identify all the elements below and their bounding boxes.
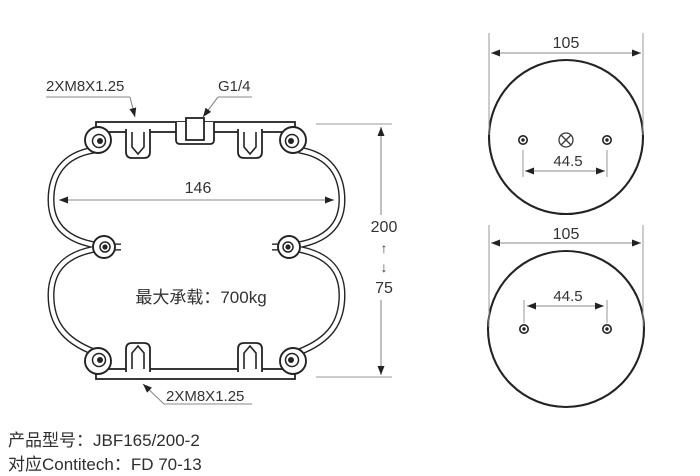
- label-air-port: G1/4: [218, 78, 251, 95]
- dimension-75: 75: [375, 280, 393, 297]
- top-right-bead-curl: [279, 126, 307, 154]
- bellows-cross-section: [47, 146, 346, 356]
- label-bottom-bolts: 2XM8X1.25: [166, 388, 245, 405]
- leader-bottom-bolts: [142, 383, 252, 405]
- contitech-reference-text: 对应Contitech：FD 70-13: [8, 455, 202, 474]
- bolt-hole: [601, 135, 612, 146]
- top-plate-view: [487, 33, 645, 216]
- bottom-right-bead-curl: [279, 347, 307, 375]
- air-port-center-mark: [558, 132, 574, 148]
- product-model-text: 产品型号：JBF165/200-2: [8, 431, 200, 450]
- bolt-hole: [518, 323, 529, 334]
- bottom-plate-section: [84, 342, 307, 380]
- top-left-bead-curl: [84, 126, 112, 154]
- dimension-200: 200: [370, 219, 398, 236]
- dimension-44.5-bottom: 44.5: [553, 288, 583, 305]
- extend-arrow-icon: ↑: [380, 240, 388, 256]
- leader-air-port: [202, 96, 252, 118]
- dimension-105-top: 105: [552, 35, 580, 52]
- label-top-bolts: 2XM8X1.25: [46, 78, 125, 95]
- top-plate-section: [84, 117, 307, 159]
- dimension-146: 146: [184, 180, 212, 197]
- girdle-ring-left: [92, 235, 116, 259]
- bottom-stud-left: [125, 342, 151, 372]
- dimension-105-bottom: 105: [552, 226, 580, 243]
- bottom-plate-circle: [486, 249, 646, 409]
- compress-arrow-icon: ↓: [380, 259, 388, 275]
- bottom-stud-right: [237, 342, 263, 372]
- top-plate-circle: [487, 58, 645, 216]
- max-load-text: 最大承载：700kg: [135, 288, 267, 307]
- bolt-hole: [601, 323, 612, 334]
- air-port-thread: [185, 117, 205, 141]
- bottom-plate-view: [486, 225, 646, 409]
- bottom-left-bead-curl: [84, 347, 112, 375]
- dimension-44.5-top: 44.5: [553, 153, 583, 170]
- dimension-height: [316, 123, 392, 378]
- girdle-ring-right: [277, 235, 301, 259]
- bolt-hole: [517, 135, 528, 146]
- leader-top-bolts: [46, 96, 137, 118]
